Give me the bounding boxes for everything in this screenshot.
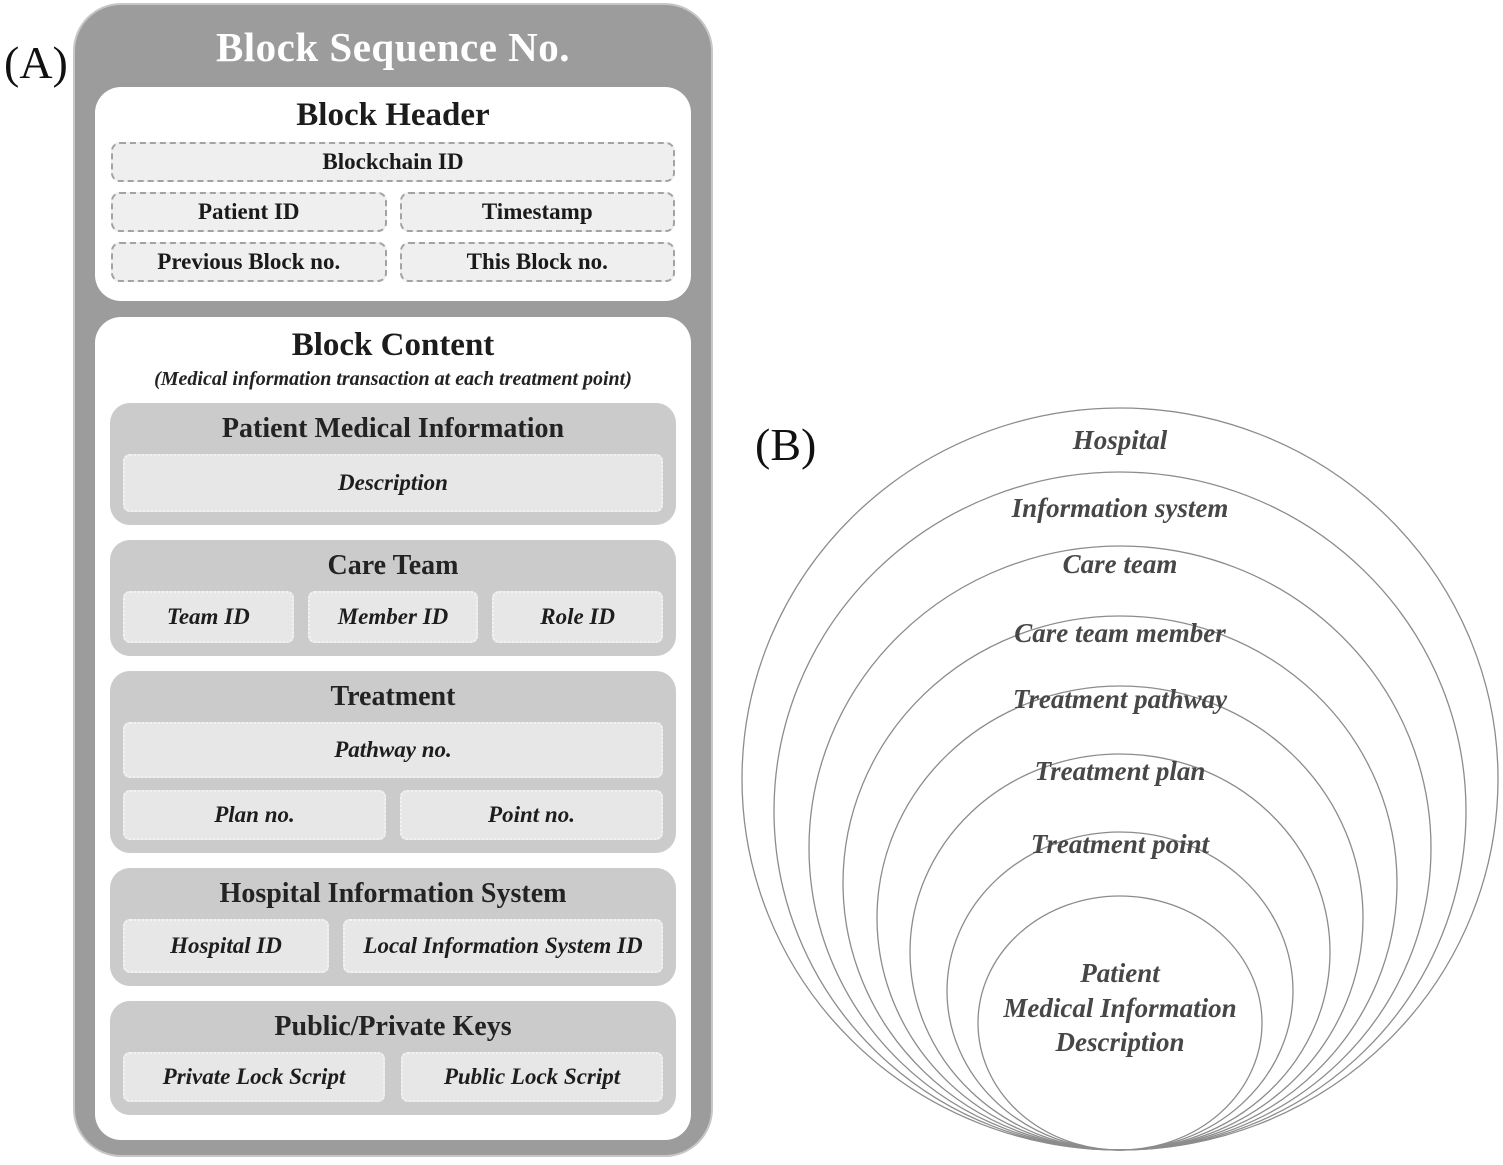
ring-label-treatment-plan: Treatment plan <box>1035 756 1206 786</box>
section-patient-medical-information: Patient Medical Information Description <box>110 403 676 525</box>
ring-label-treatment-point: Treatment point <box>1031 829 1211 859</box>
field-point-no: Point no. <box>400 790 663 840</box>
block-header-title: Block Header <box>296 97 490 133</box>
panel-b-label: (B) <box>755 419 817 470</box>
section-title: Patient Medical Information <box>221 413 565 444</box>
ring-label-treatment-pathway: Treatment pathway <box>1013 684 1228 714</box>
field-previous-block-no: Previous Block no. <box>111 242 387 282</box>
nested-circles-diagram: Hospital Information system Care team Ca… <box>741 407 1499 1151</box>
circle-treatment-plan <box>909 753 1331 1151</box>
panel-a-label: (A) <box>4 37 68 88</box>
circle-patient-medical-information <box>977 895 1263 1151</box>
field-hospital-id: Hospital ID <box>123 919 330 973</box>
block-sequence-title: Block Sequence No. <box>215 24 571 70</box>
field-patient-id: Patient ID <box>111 192 387 232</box>
section-treatment: Treatment Pathway no. Plan no. Point no. <box>110 671 676 853</box>
section-hospital-information-system: Hospital Information System Hospital ID … <box>110 868 676 986</box>
field-local-information-system-id: Local Information System ID <box>343 919 663 973</box>
block-content-title: Block Content <box>291 327 495 363</box>
circle-treatment-point <box>946 831 1294 1151</box>
ring-label-care-team: Care team <box>1063 549 1178 579</box>
section-title: Care Team <box>327 550 459 581</box>
block-content-card: Block Content (Medical information trans… <box>95 317 691 1140</box>
ring-label-hospital: Hospital <box>1072 425 1168 455</box>
innermost-label-line-3: Description <box>1054 1027 1184 1057</box>
field-timestamp: Timestamp <box>399 192 675 232</box>
block-structure-diagram: Block Sequence No. Block Header Blockcha… <box>75 5 711 1155</box>
ring-label-information-system: Information system <box>1011 493 1229 523</box>
section-public-private-keys: Public/Private Keys Private Lock Script … <box>110 1001 676 1115</box>
innermost-label-line-1: Patient <box>1079 958 1161 988</box>
field-public-lock-script: Public Lock Script <box>401 1052 663 1102</box>
section-title: Public/Private Keys <box>274 1011 512 1042</box>
field-team-id: Team ID <box>123 591 294 643</box>
block-header-card: Block Header Blockchain ID Patient ID Ti… <box>95 87 691 301</box>
innermost-label-line-2: Medical Information <box>1002 993 1236 1023</box>
field-description: Description <box>123 454 663 512</box>
field-this-block-no: This Block no. <box>399 242 675 282</box>
field-member-id: Member ID <box>307 591 479 643</box>
section-care-team: Care Team Team ID Member ID Role ID <box>110 540 676 656</box>
field-pathway-no: Pathway no. <box>123 722 663 778</box>
section-title: Treatment <box>330 681 456 712</box>
section-title: Hospital Information System <box>219 878 567 909</box>
field-role-id: Role ID <box>492 591 664 643</box>
block-content-subtitle: (Medical information transaction at each… <box>154 368 632 390</box>
field-private-lock-script: Private Lock Script <box>123 1052 385 1102</box>
field-blockchain-id: Blockchain ID <box>111 142 675 182</box>
ring-label-care-team-member: Care team member <box>1014 618 1226 648</box>
field-plan-no: Plan no. <box>123 790 386 840</box>
